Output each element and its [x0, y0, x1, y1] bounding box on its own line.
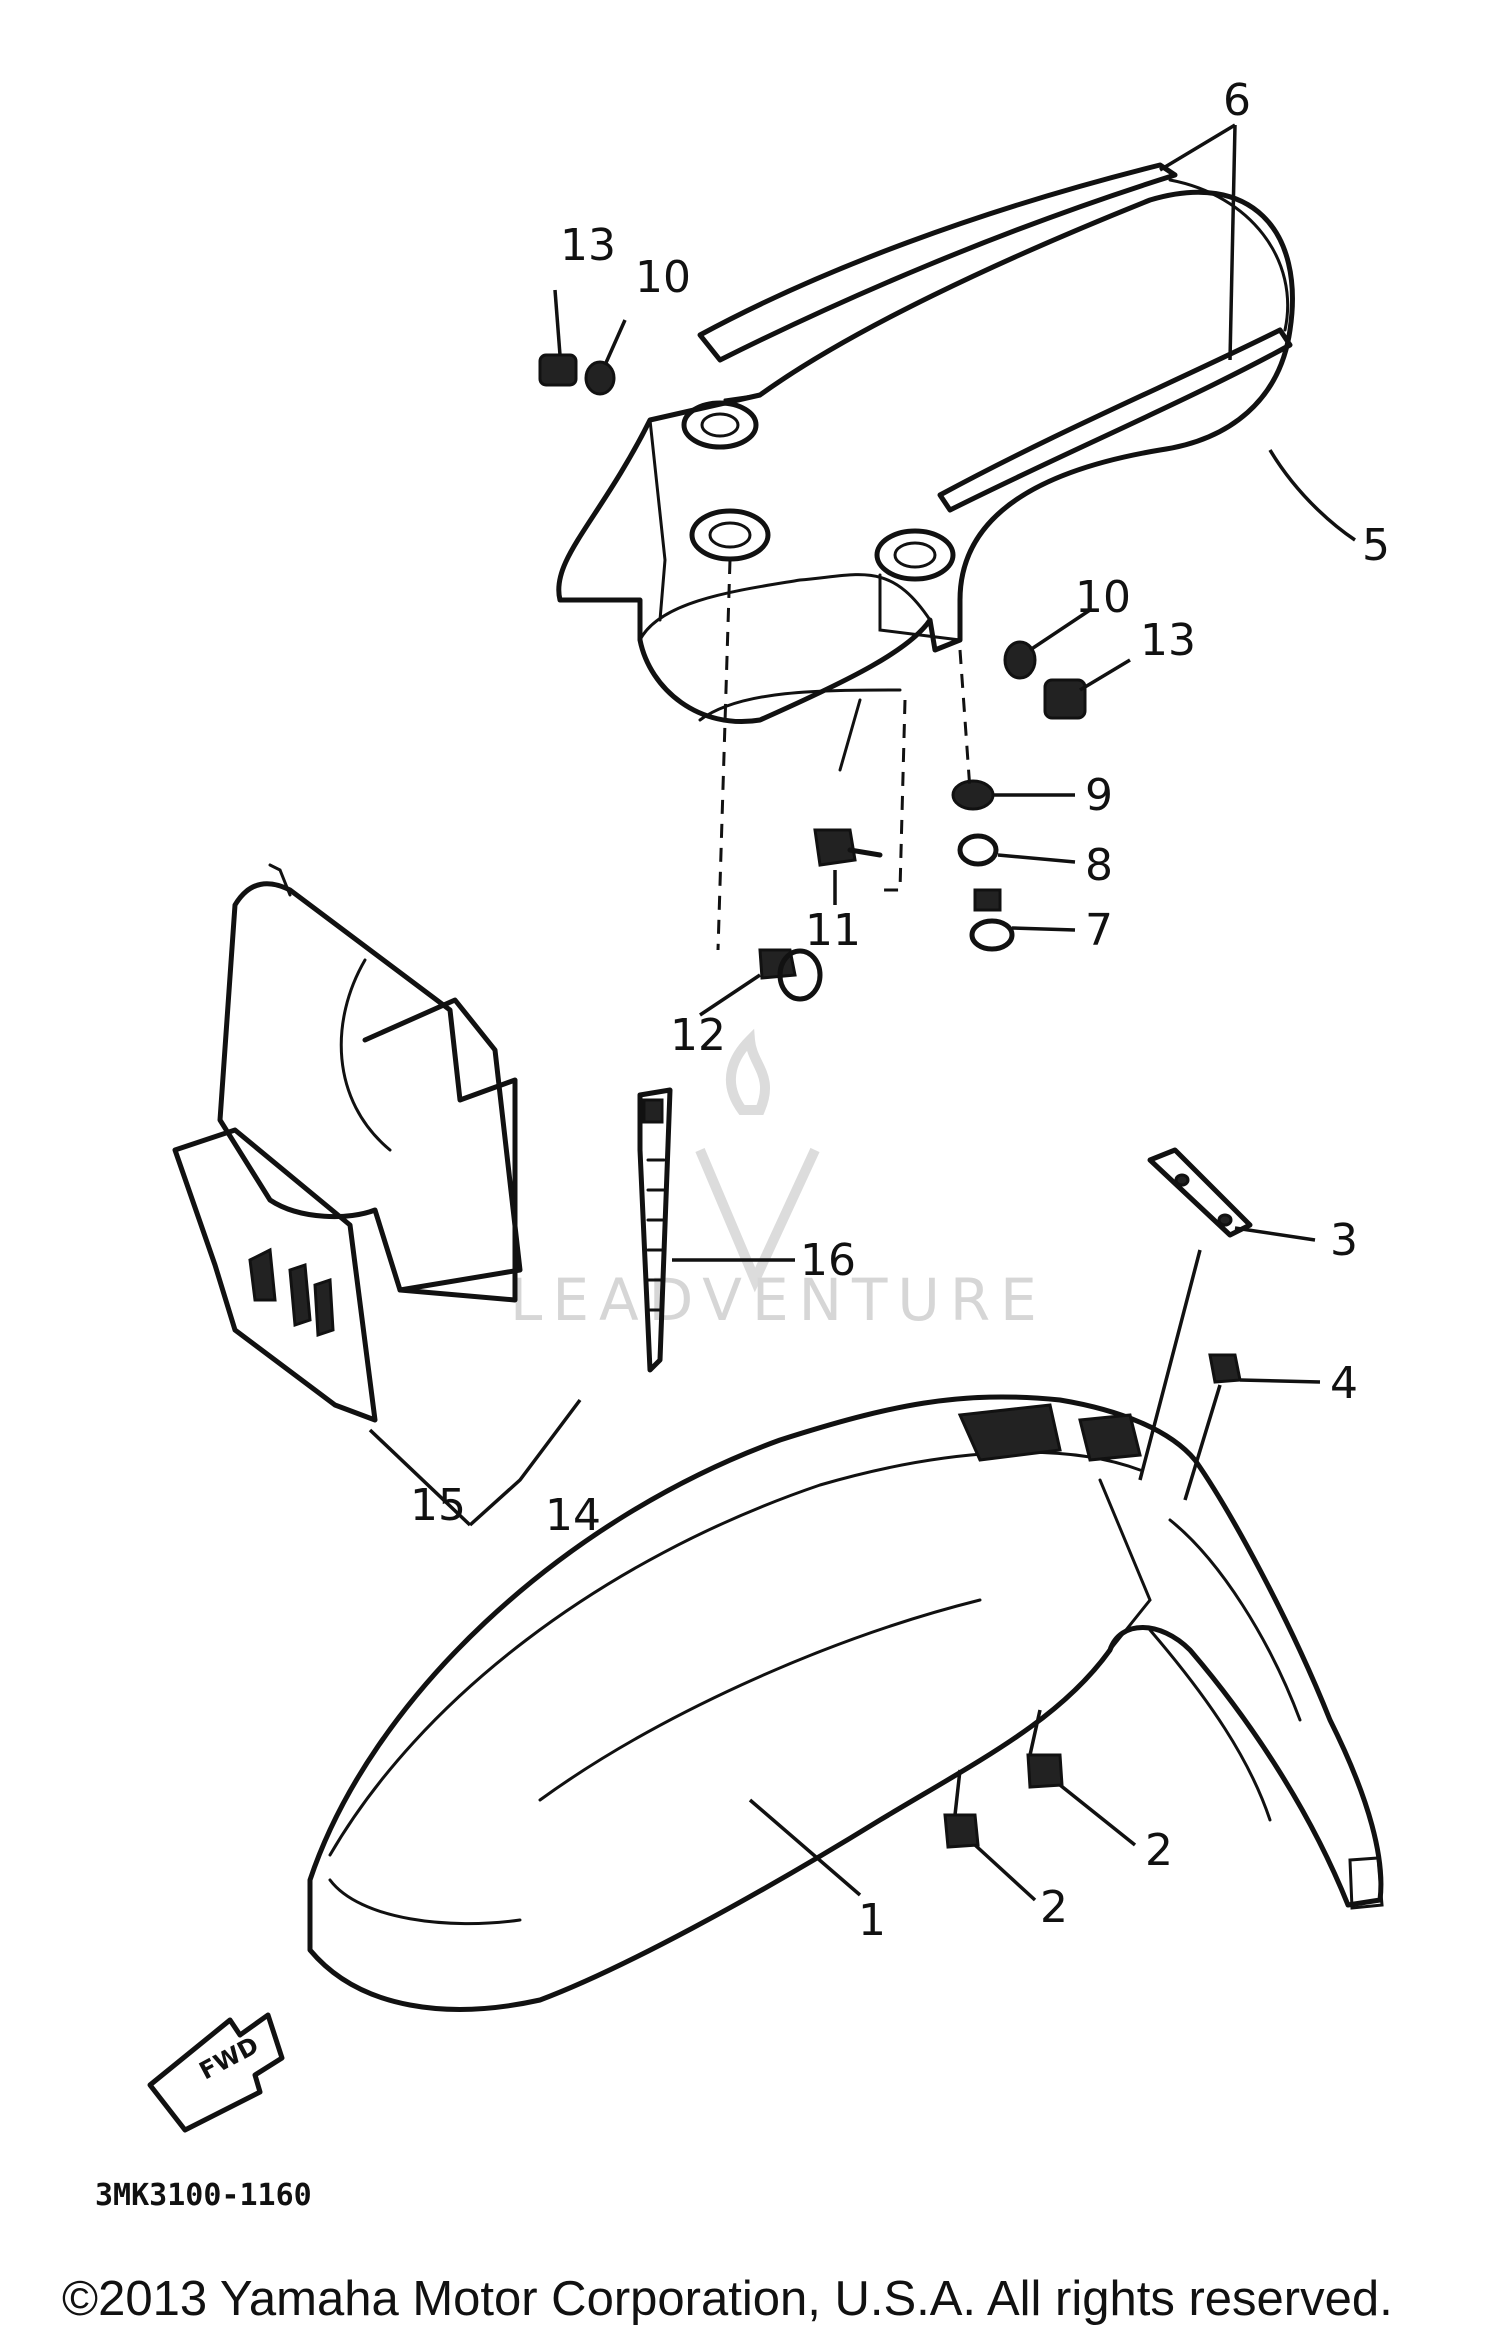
number-plate-15	[172, 1127, 378, 1423]
stripe-upper	[697, 162, 1178, 363]
callout-10-right: 10	[1075, 572, 1131, 623]
front-fender-hardware	[943, 1147, 1253, 1849]
callout-14: 14	[545, 1490, 601, 1541]
washer-9	[951, 779, 995, 811]
callout-15: 15	[410, 1480, 466, 1531]
callout-12: 12	[670, 1010, 726, 1061]
callout-6: 6	[1223, 75, 1251, 126]
callout-10-left: 10	[635, 252, 691, 303]
callout-8: 8	[1085, 840, 1113, 891]
callout-11: 11	[805, 905, 861, 956]
nut-13-left	[538, 353, 578, 387]
bolt-11	[813, 828, 857, 867]
callout-1: 1	[858, 1895, 886, 1946]
callout-3: 3	[1330, 1215, 1358, 1266]
bolt-2-front	[1026, 1753, 1064, 1789]
callout-13-left: 13	[560, 220, 616, 271]
nut-13-right	[1043, 678, 1087, 720]
cable-tie-16	[637, 1087, 673, 1373]
boss-rear	[874, 528, 956, 582]
callout-2-left: 2	[1040, 1882, 1068, 1933]
fwd-arrow: FWD	[147, 2012, 285, 2133]
rear-fender-hardware	[538, 353, 1087, 1002]
bolt-7-head	[973, 888, 1002, 912]
boss-front-left	[681, 400, 759, 450]
watermark: LEADVENTURE	[510, 1028, 1047, 1334]
callout-4: 4	[1330, 1358, 1358, 1409]
side-cover-assembly	[172, 863, 523, 1423]
callout-16: 16	[800, 1235, 856, 1286]
grommet-8	[957, 833, 999, 867]
copyright-notice: ©2013 Yamaha Motor Corporation, U.S.A. A…	[62, 2272, 1393, 2326]
diagram-code: 3MK3100-1160	[95, 2178, 312, 2213]
nut-4	[1208, 1353, 1242, 1384]
callout-7: 7	[1085, 905, 1113, 956]
rear-fender	[556, 162, 1295, 772]
washer-10-left	[584, 360, 616, 396]
callout-9: 9	[1085, 770, 1113, 821]
washer-10-right	[1003, 640, 1037, 680]
boss-front-right	[689, 508, 771, 562]
front-fender-1	[307, 1394, 1384, 2012]
callout-2-right: 2	[1145, 1825, 1173, 1876]
callout-13-right: 13	[1140, 615, 1196, 666]
callout-5: 5	[1362, 520, 1390, 571]
side-cover-14	[217, 881, 518, 1303]
plate-3	[1147, 1147, 1253, 1238]
leader-lines	[368, 123, 1356, 1902]
stripe-lower	[937, 327, 1293, 513]
collar-7	[969, 918, 1015, 952]
watermark-text: LEADVENTURE	[510, 1266, 1047, 1334]
callouts: 6 5 13 10 10 13 9 8 7 11 12 16 3 4 15 14…	[410, 75, 1390, 1946]
bolt-2-rear	[943, 1813, 980, 1849]
